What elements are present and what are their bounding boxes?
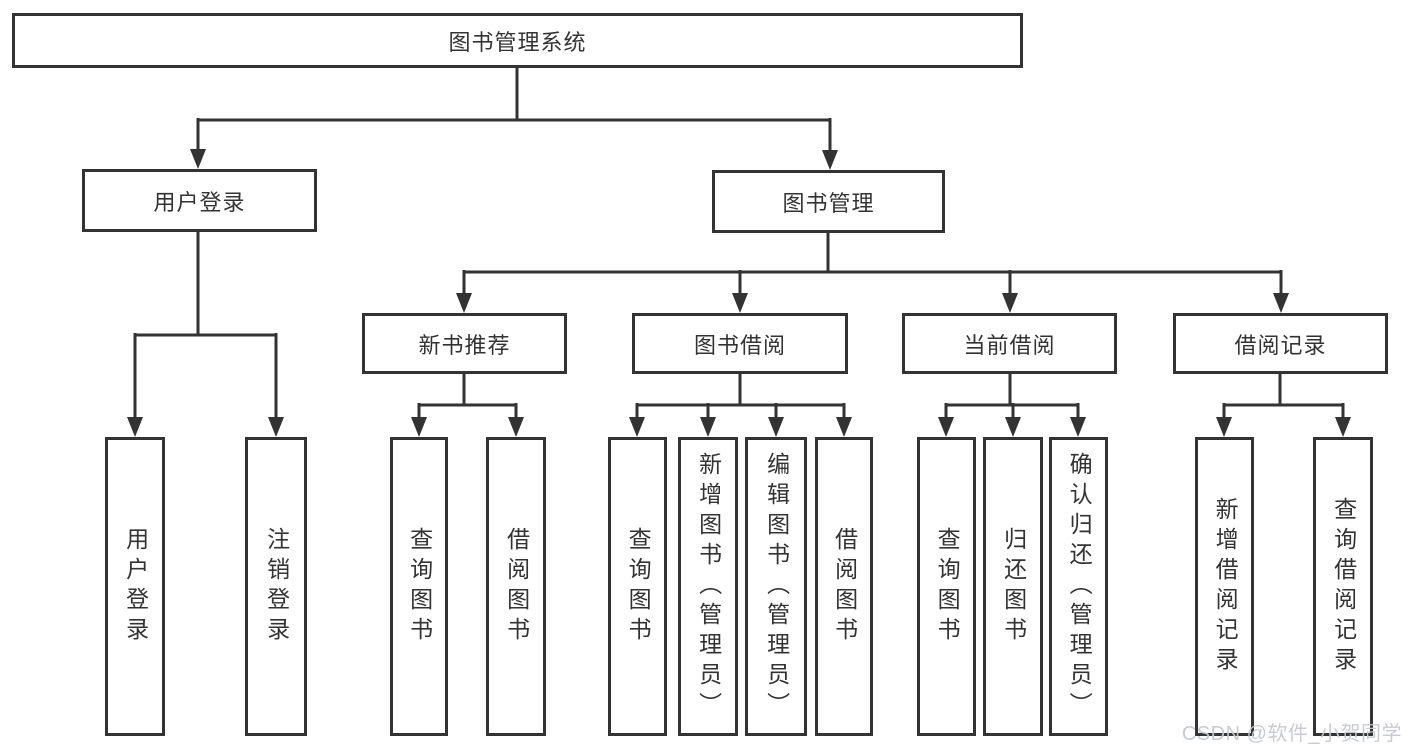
node-new-book-rec-label: 新书推荐 <box>418 332 511 358</box>
node-root: 图书管理系统 <box>12 13 1023 68</box>
node-leaf-query-book-rec-label: 查询图书 <box>406 526 433 647</box>
node-leaf-query-book-borrow-label: 查询图书 <box>625 526 652 647</box>
node-leaf-confirm-return-admin: 确认归还（管理员） <box>1049 437 1108 736</box>
connector-borrow-records-children <box>1216 373 1351 437</box>
node-leaf-confirm-return-admin-label: 确认归还（管理员） <box>1066 451 1093 722</box>
connector-user-login-children <box>127 231 284 437</box>
node-leaf-query-borrow-record: 查询借阅记录 <box>1313 437 1373 736</box>
node-leaf-query-book-borrow: 查询图书 <box>608 437 667 736</box>
node-leaf-borrow-book-label: 借阅图书 <box>831 526 858 647</box>
node-book-mgmt: 图书管理 <box>712 170 945 233</box>
node-leaf-borrow-book-rec-label: 借阅图书 <box>503 526 530 647</box>
node-leaf-user-login: 用户登录 <box>105 437 165 736</box>
node-leaf-add-book-admin-label: 新增图书（管理员） <box>695 451 722 722</box>
node-book-borrow: 图书借阅 <box>632 313 848 374</box>
connector-new-book-rec-children <box>411 373 524 437</box>
node-leaf-edit-book-admin: 编辑图书（管理员） <box>745 437 807 736</box>
node-leaf-query-borrow-record-label: 查询借阅记录 <box>1330 496 1357 677</box>
node-user-login-label: 用户登录 <box>153 189 246 215</box>
node-leaf-borrow-book-rec: 借阅图书 <box>486 437 546 736</box>
node-new-book-rec: 新书推荐 <box>362 313 567 374</box>
node-current-borrow-label: 当前借阅 <box>963 332 1056 358</box>
node-book-borrow-label: 图书借阅 <box>693 332 786 358</box>
node-leaf-query-book-rec: 查询图书 <box>390 437 448 736</box>
connector-book-mgmt-children <box>456 232 1289 313</box>
node-leaf-add-borrow-record: 新增借阅记录 <box>1195 437 1254 736</box>
node-leaf-logout: 注销登录 <box>245 437 307 736</box>
node-borrow-records: 借阅记录 <box>1173 313 1388 374</box>
node-borrow-records-label: 借阅记录 <box>1234 332 1327 358</box>
node-leaf-query-book-current-label: 查询图书 <box>934 526 961 647</box>
node-leaf-return-book: 归还图书 <box>983 437 1043 736</box>
connector-book-borrow-children <box>629 373 852 437</box>
node-current-borrow: 当前借阅 <box>902 313 1117 374</box>
connector-root-to-level2 <box>190 66 838 170</box>
node-root-label: 图书管理系统 <box>448 29 587 55</box>
connector-current-borrow-children <box>938 373 1086 437</box>
node-user-login: 用户登录 <box>82 169 317 232</box>
node-leaf-add-book-admin: 新增图书（管理员） <box>678 437 738 736</box>
node-leaf-borrow-book: 借阅图书 <box>815 437 873 736</box>
node-leaf-add-borrow-record-label: 新增借阅记录 <box>1212 496 1239 677</box>
node-leaf-edit-book-admin-label: 编辑图书（管理员） <box>763 451 790 722</box>
node-leaf-return-book-label: 归还图书 <box>1000 526 1027 647</box>
node-leaf-query-book-current: 查询图书 <box>917 437 976 736</box>
node-leaf-logout-label: 注销登录 <box>263 526 290 647</box>
node-leaf-user-login-label: 用户登录 <box>122 526 149 647</box>
watermark: CSDN @软件_小贺同学 <box>1181 723 1402 745</box>
node-book-mgmt-label: 图书管理 <box>782 190 875 216</box>
